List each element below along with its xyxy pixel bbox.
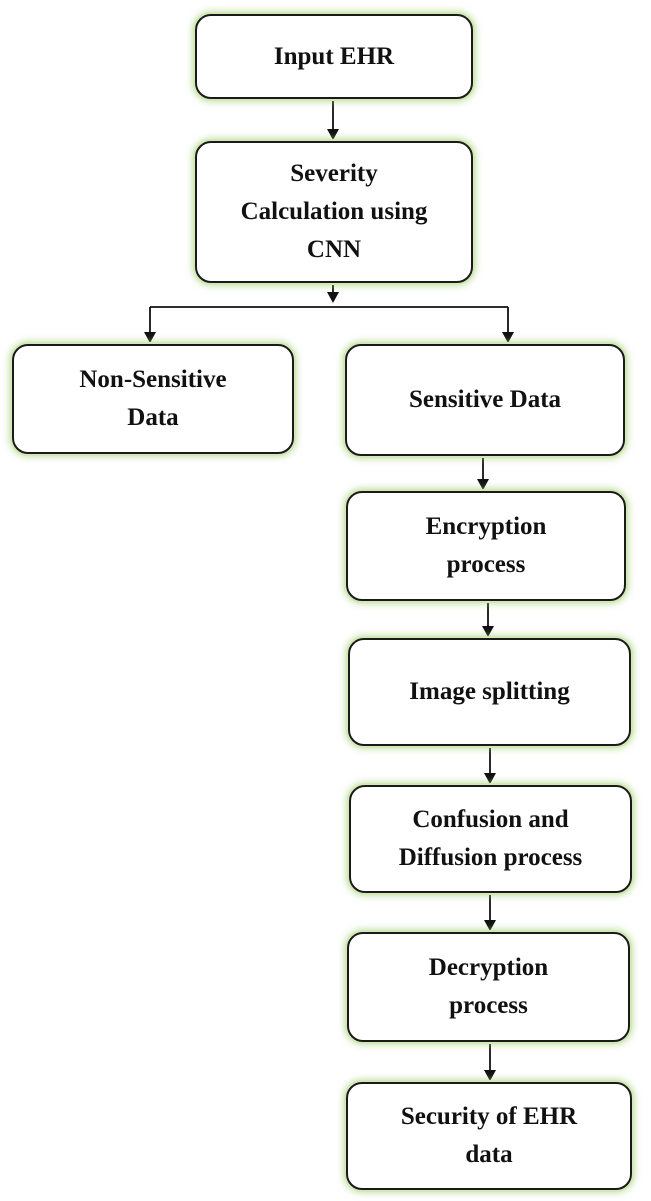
edge-decryption-to-security bbox=[484, 1042, 496, 1081]
node-image-splitting: Image splitting bbox=[348, 638, 631, 746]
node-security-of-ehr: Security of EHR data bbox=[346, 1082, 632, 1190]
node-non-sensitive-data-label: Non-Sensitive Data bbox=[79, 366, 227, 431]
node-encryption-process: Encryption process bbox=[346, 491, 626, 601]
node-sensitive-data-label: Sensitive Data bbox=[408, 386, 562, 413]
edge-input-to-severity bbox=[327, 99, 339, 140]
node-image-splitting-label: Image splitting bbox=[409, 678, 570, 705]
node-confusion-diffusion-label: Confusion and Diffusion process bbox=[398, 806, 583, 871]
edge-severity-to-sensitive bbox=[502, 307, 514, 343]
edge-encryption-to-splitting bbox=[482, 601, 494, 637]
node-encryption-process-label: Encryption process bbox=[425, 513, 547, 578]
edge-severity-split bbox=[150, 283, 508, 308]
edge-confusion-to-decryption bbox=[484, 893, 496, 931]
edge-severity-to-non-sensitive bbox=[144, 307, 156, 343]
edge-splitting-to-confusion bbox=[484, 746, 496, 784]
node-input-ehr-label: Input EHR bbox=[273, 42, 395, 70]
node-non-sensitive-data: Non-Sensitive Data bbox=[12, 344, 294, 454]
node-severity-calculation-label: Severity Calculation using CNN bbox=[240, 160, 428, 263]
node-severity-calculation: Severity Calculation using CNN bbox=[195, 141, 473, 283]
node-sensitive-data: Sensitive Data bbox=[345, 344, 625, 456]
node-decryption-process: Decryption process bbox=[347, 932, 630, 1042]
node-decryption-process-label: Decryption process bbox=[428, 954, 549, 1019]
node-input-ehr: Input EHR bbox=[195, 14, 473, 99]
node-confusion-diffusion: Confusion and Diffusion process bbox=[349, 785, 632, 893]
node-security-of-ehr-label: Security of EHR data bbox=[400, 1103, 578, 1168]
edge-sensitive-to-encryption bbox=[477, 456, 489, 490]
